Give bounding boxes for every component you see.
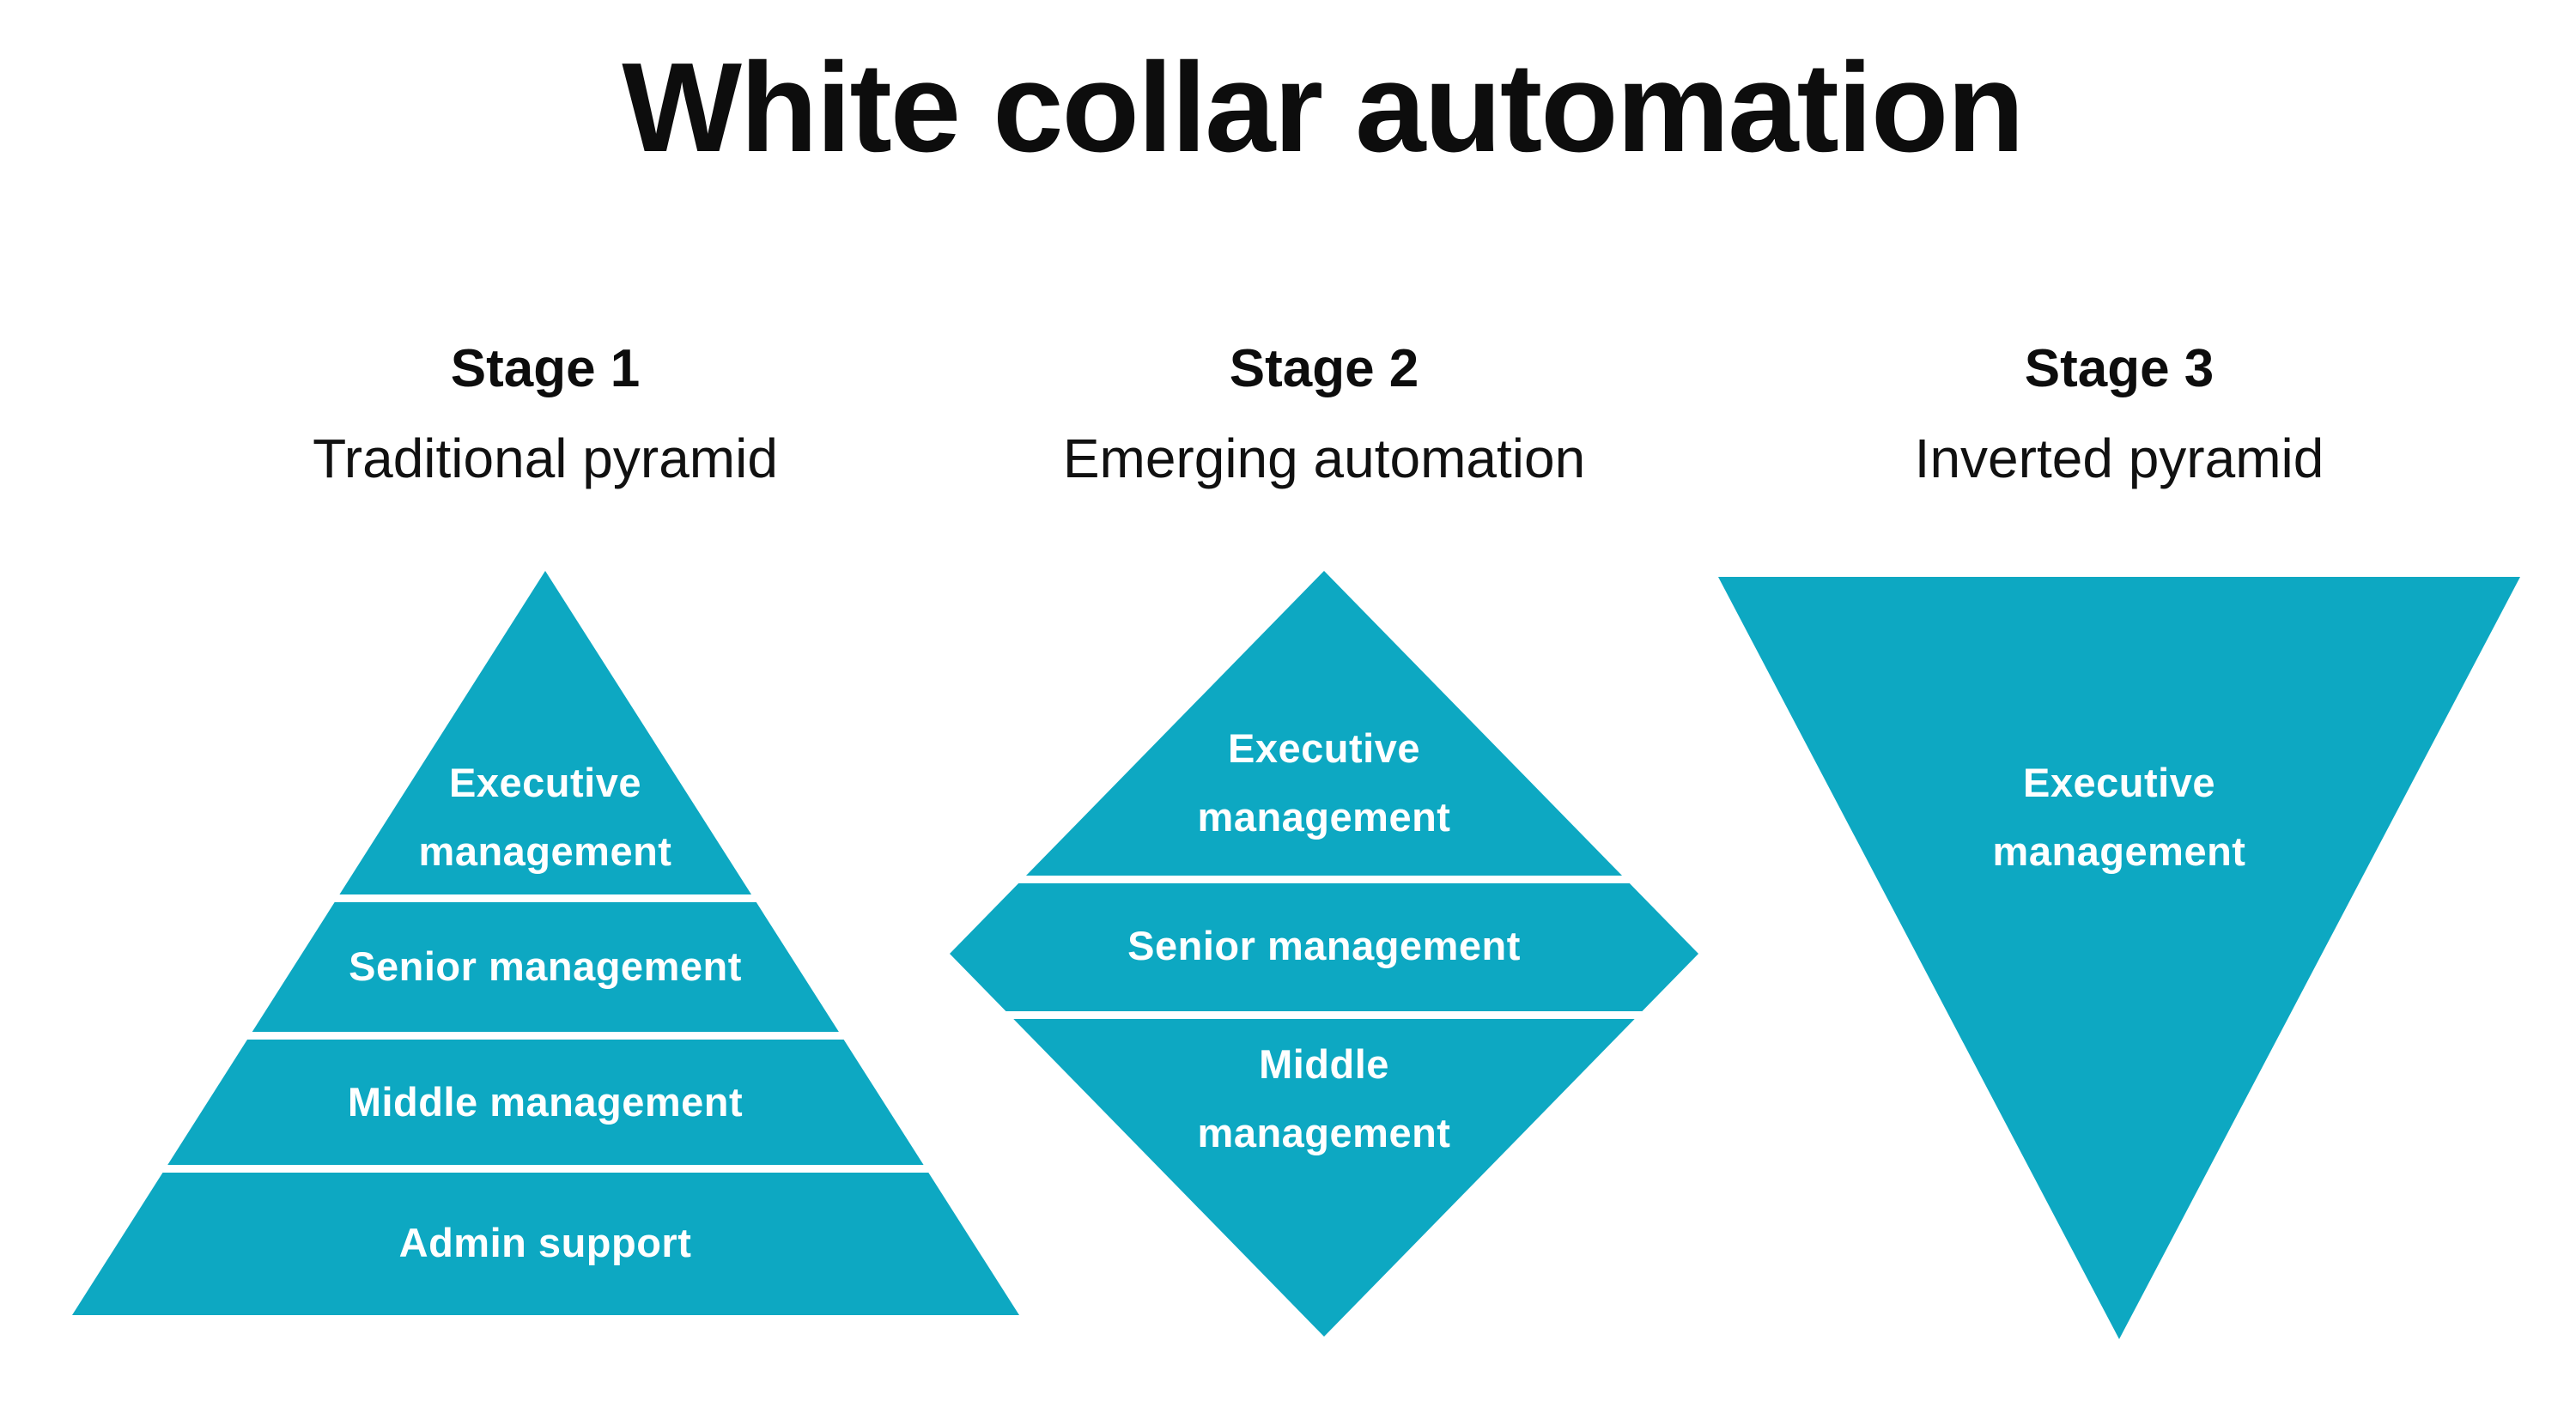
stage-1-divider-2: [60, 1032, 1030, 1040]
stage-2-level-middle-management: Middle management: [1197, 1041, 1451, 1155]
stage-1-level-admin-support: Admin support: [398, 1220, 692, 1265]
stage-2-level-senior-management: Senior management: [1127, 923, 1521, 968]
stage-2-level-executive-management: Executive management: [1197, 725, 1451, 840]
stage-1-subtitle: Traditional pyramid: [313, 428, 778, 489]
stage-1-level-middle-management: Middle management: [347, 1079, 744, 1125]
stage-1-divider-3: [60, 1165, 1030, 1173]
stage-2-divider-2: [936, 1011, 1709, 1019]
stage-3-subtitle: Inverted pyramid: [1914, 428, 2324, 489]
stage-3-level-executive-management: Executive management: [1992, 760, 2246, 874]
stage-2-subtitle: Emerging automation: [1062, 428, 1586, 489]
stage-2-diamond-shape: [950, 571, 1698, 1337]
stage-1-title: Stage 1: [450, 339, 641, 398]
stage-1-pyramid-shape: [72, 571, 1019, 1315]
page-title: White collar automation: [622, 37, 2024, 179]
stage-1-divider-1: [60, 894, 1030, 902]
stage-1-level-senior-management: Senior management: [349, 943, 742, 989]
stage-1-level-executive-management: Executive management: [418, 760, 672, 874]
stage-2-title: Stage 2: [1229, 339, 1419, 398]
stage-2-divider-1: [936, 876, 1709, 883]
stage-3-inverted-pyramid-shape: [1718, 577, 2520, 1339]
stage-3-title: Stage 3: [2024, 339, 2215, 398]
